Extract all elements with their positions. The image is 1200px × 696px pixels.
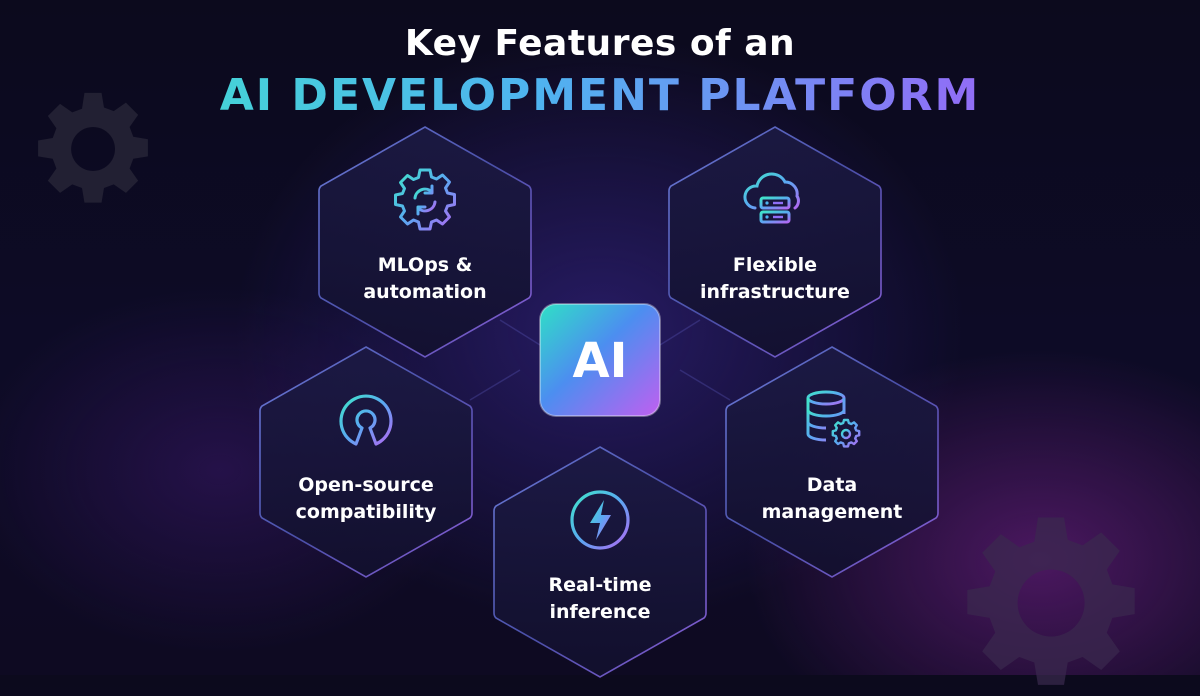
cloud-server-icon	[743, 172, 800, 224]
feature-label-infrastructure: Flexible infrastructure	[700, 254, 850, 303]
title-line-1: Key Features of an	[404, 23, 796, 64]
lightning-icon	[570, 490, 630, 550]
hexagon-shape	[493, 446, 707, 678]
feature-label-mlops: MLOps & automation	[363, 254, 487, 303]
gear-sync-icon	[394, 168, 456, 231]
feature-card-mlops: MLOps & automation	[317, 124, 533, 360]
database-gear-icon	[806, 390, 861, 448]
background-gear-icon-right	[967, 517, 1135, 685]
feature-label-open-source: Open-source compatibility	[295, 474, 437, 523]
feature-card-data-management: Data management	[724, 344, 940, 580]
ai-chip-label: AI	[572, 333, 627, 389]
hexagon-shape	[668, 126, 882, 358]
feature-card-real-time-inference: Real-time inference	[492, 444, 708, 680]
hexagon-shape	[259, 346, 473, 578]
background-gear-icon-left	[38, 92, 148, 203]
feature-label-real-time-inference: Real-time inference	[548, 574, 652, 623]
title-line-2: AI DEVELOPMENT PLATFORM	[0, 68, 1200, 124]
feature-card-open-source: Open-source compatibility	[258, 344, 474, 580]
connector-lines	[469, 319, 731, 401]
open-source-icon	[339, 394, 393, 446]
feature-card-infrastructure: Flexible infrastructure	[667, 124, 883, 360]
feature-label-data-management: Data management	[761, 474, 903, 523]
hexagon-shape	[318, 126, 532, 358]
ai-chip-icon: AI	[521, 285, 679, 435]
hexagon-shape	[725, 346, 939, 578]
title-block: Key Features of an AI DEVELOPMENT PLATFO…	[0, 22, 1200, 124]
